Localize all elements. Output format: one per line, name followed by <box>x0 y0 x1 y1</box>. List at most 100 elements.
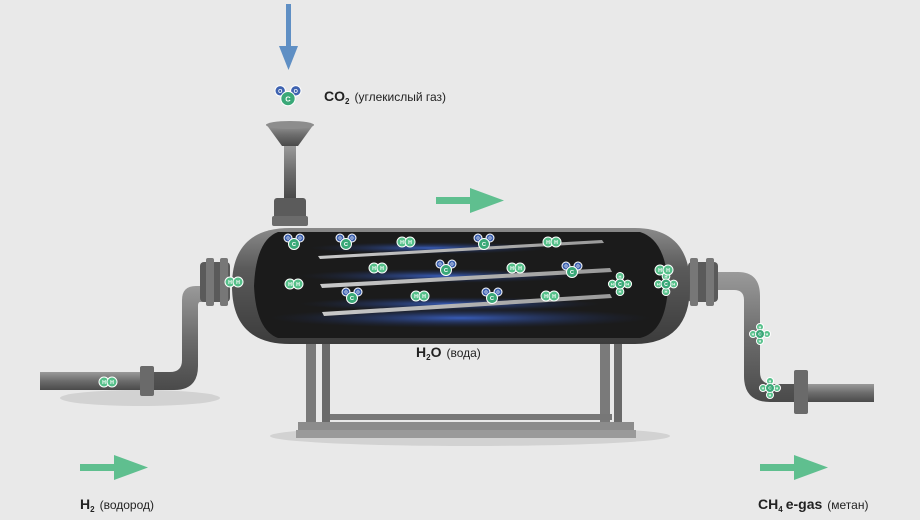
ch4-formula-egas: e-gas <box>785 496 823 512</box>
svg-text:H: H <box>658 268 662 274</box>
h2o-formula-o: O <box>430 344 442 360</box>
svg-text:O: O <box>344 290 348 295</box>
svg-text:H: H <box>510 266 514 272</box>
svg-text:H: H <box>619 274 622 279</box>
svg-text:C: C <box>768 386 772 392</box>
methane-outlet-pipe <box>688 258 874 414</box>
co2-subscript: 2 <box>345 97 350 106</box>
svg-text:C: C <box>664 282 668 288</box>
svg-text:H: H <box>759 325 762 329</box>
svg-text:H: H <box>626 281 629 286</box>
svg-text:H: H <box>408 240 412 246</box>
carbon-dioxide-molecule-icon: O OC <box>473 233 495 250</box>
svg-text:H: H <box>554 240 558 246</box>
svg-text:H: H <box>288 282 292 288</box>
svg-text:C: C <box>570 270 574 276</box>
carbon-dioxide-molecule-icon: O OC <box>283 233 305 250</box>
svg-text:C: C <box>758 332 762 338</box>
tank-stand <box>296 330 636 438</box>
svg-text:O: O <box>496 290 500 295</box>
svg-text:H: H <box>296 282 300 288</box>
svg-text:H: H <box>657 281 660 286</box>
svg-text:O: O <box>484 290 488 295</box>
svg-text:O: O <box>576 264 580 269</box>
carbon-dioxide-molecule-icon: O OC <box>435 259 457 276</box>
catalyst-plate <box>320 268 612 288</box>
h2-formula: H <box>80 496 91 512</box>
svg-text:H: H <box>611 281 614 286</box>
svg-text:C: C <box>444 268 448 274</box>
svg-text:H: H <box>766 332 769 336</box>
svg-text:H: H <box>552 294 556 300</box>
co2-funnel <box>266 121 314 226</box>
svg-text:H: H <box>619 289 622 294</box>
methane-output-arrow <box>760 455 828 480</box>
h2-label: H2 (водород) <box>80 496 154 514</box>
svg-text:O: O <box>286 236 290 241</box>
svg-text:C: C <box>618 282 622 288</box>
co2-input-arrow <box>279 4 298 70</box>
h2o-formula-h: H <box>416 344 427 360</box>
svg-text:C: C <box>482 242 486 248</box>
svg-text:H: H <box>665 274 668 279</box>
hydrogen-inlet-pipe <box>40 258 230 396</box>
svg-text:O: O <box>450 262 454 267</box>
svg-text:O: O <box>476 236 480 241</box>
svg-text:H: H <box>372 266 376 272</box>
svg-text:C: C <box>350 296 354 302</box>
svg-text:H: H <box>752 332 755 336</box>
h2-subscript: 2 <box>90 505 95 514</box>
ch4-name: (метан) <box>827 498 869 512</box>
svg-text:O: O <box>278 89 283 95</box>
co2-formula: CO <box>324 88 345 104</box>
svg-text:C: C <box>490 296 494 302</box>
svg-text:O: O <box>438 262 442 267</box>
svg-text:H: H <box>102 380 106 386</box>
svg-text:H: H <box>762 386 765 390</box>
svg-text:O: O <box>488 236 492 241</box>
flow-direction-arrow <box>436 188 504 213</box>
ch4-subscript: 4 <box>778 505 783 514</box>
svg-text:H: H <box>769 393 772 397</box>
h2o-subscript: 2 <box>426 353 431 362</box>
svg-text:H: H <box>776 386 779 390</box>
co2-label: CO2(углекислый газ) <box>324 88 446 106</box>
hydrogen-input-arrow <box>80 455 148 480</box>
svg-text:O: O <box>298 236 302 241</box>
svg-text:H: H <box>110 380 114 386</box>
svg-text:H: H <box>769 379 772 383</box>
svg-text:C: C <box>292 242 296 248</box>
carbon-dioxide-molecule-icon: O OC <box>561 261 583 278</box>
pipe-shadow-left <box>60 390 220 406</box>
h2o-name: (вода) <box>446 346 481 360</box>
svg-text:H: H <box>665 289 668 294</box>
svg-text:O: O <box>350 236 354 241</box>
catalyst-plate <box>318 240 604 259</box>
svg-text:C: C <box>285 94 291 103</box>
svg-text:H: H <box>228 280 232 286</box>
h2-name: (водород) <box>99 498 154 512</box>
svg-text:H: H <box>380 266 384 272</box>
svg-text:H: H <box>422 294 426 300</box>
svg-text:H: H <box>546 240 550 246</box>
svg-text:C: C <box>344 242 348 248</box>
svg-text:O: O <box>564 264 568 269</box>
svg-text:H: H <box>518 266 522 272</box>
svg-text:H: H <box>400 240 404 246</box>
